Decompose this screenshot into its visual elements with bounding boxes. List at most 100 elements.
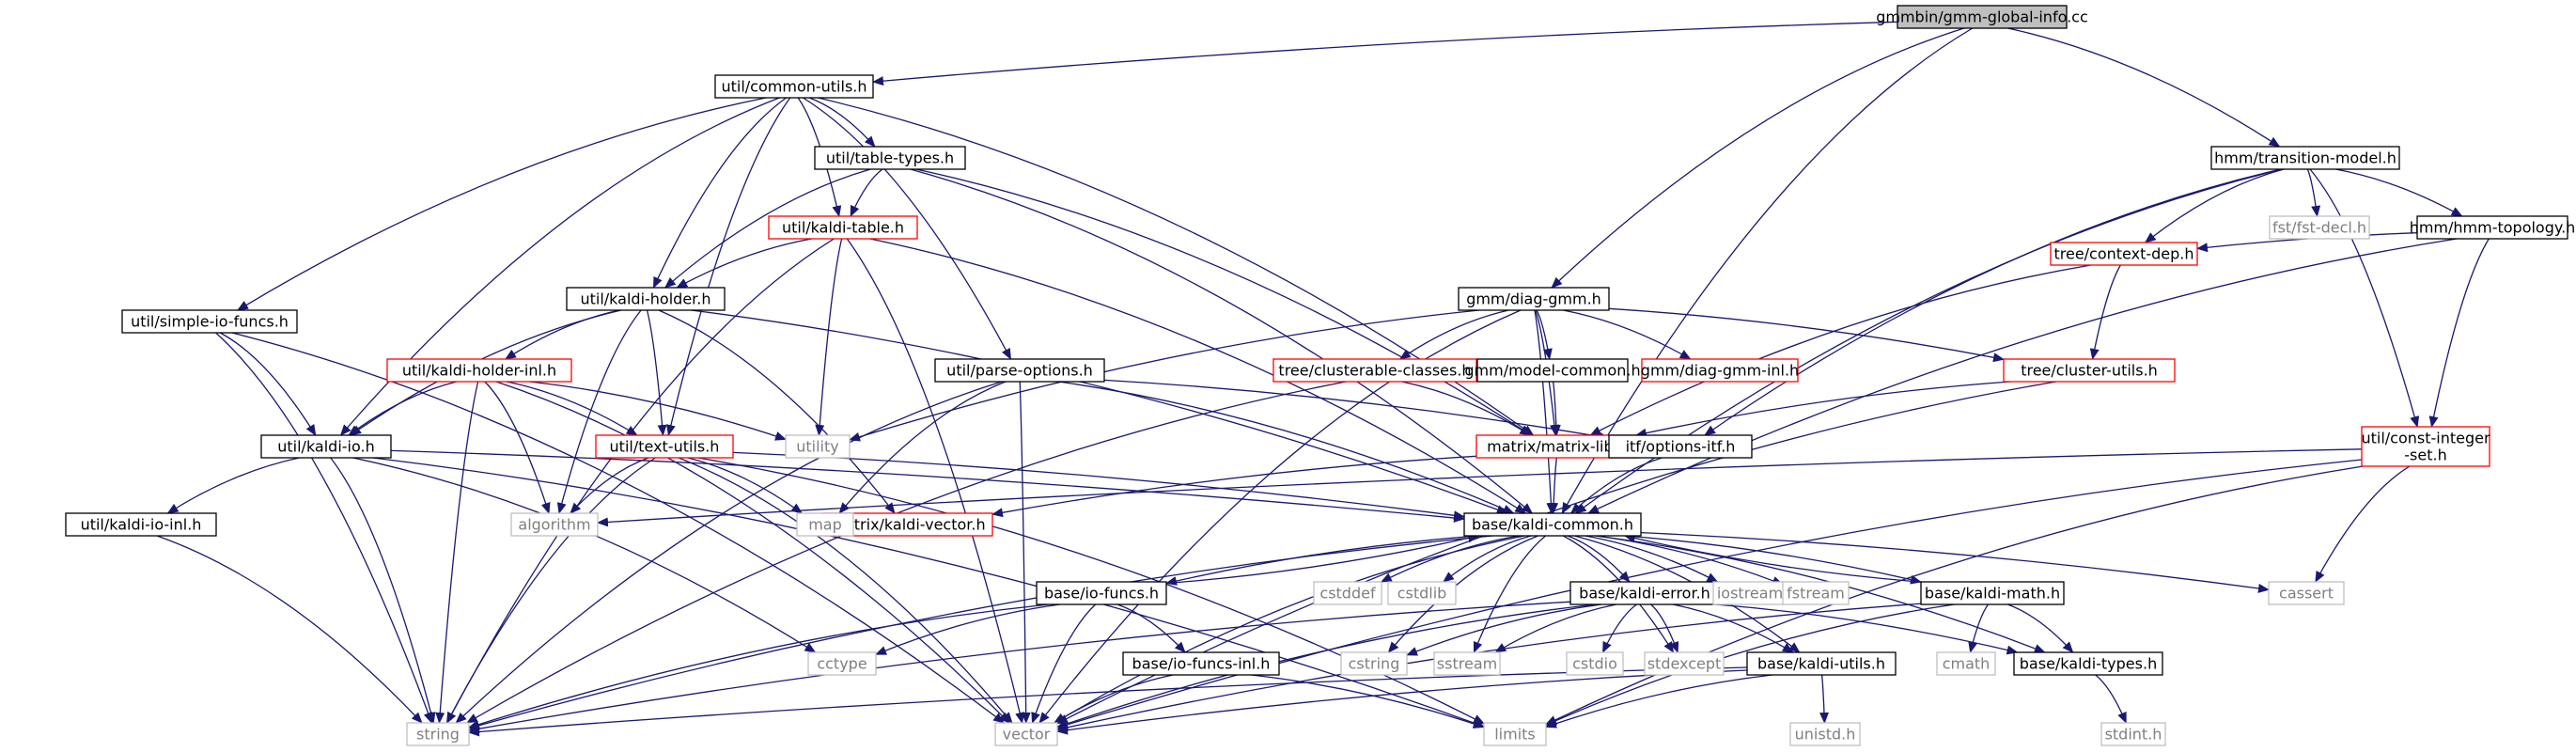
node-box — [121, 309, 298, 334]
edge-n4-n18 — [658, 309, 896, 514]
node-n45[interactable]: string — [406, 722, 470, 746]
node-n21[interactable]: fst/fst-decl.h — [2269, 215, 2370, 240]
edge-n6-n8 — [348, 381, 458, 436]
edge-n4-n6 — [505, 309, 620, 360]
edge-n7-n46 — [1019, 381, 1031, 724]
node-n46[interactable]: vector — [994, 722, 1058, 746]
node-n37[interactable]: base/io-funcs-inl.h — [1122, 651, 1280, 676]
node-n49[interactable]: stdint.h — [2100, 722, 2166, 746]
node-n2[interactable]: util/table-types.h — [814, 146, 966, 170]
node-label: cmath — [1943, 655, 1991, 673]
node-label: sstream — [1437, 655, 1497, 673]
edge-n9-n46 — [678, 457, 1013, 724]
node-n30[interactable]: cstdlib — [1387, 581, 1457, 605]
node-label: base/kaldi-math.h — [1925, 585, 2060, 603]
node-n47[interactable]: limits — [1483, 722, 1547, 746]
node-n32[interactable]: iostream — [1712, 581, 1788, 605]
node-box — [1458, 287, 1610, 311]
edge-n1-n4 — [652, 97, 787, 289]
node-n14[interactable]: gmm/diag-gmm-inl.h — [1641, 358, 1799, 383]
node-label: string — [416, 726, 460, 744]
node-n28[interactable]: base/io-funcs.h — [1036, 581, 1167, 605]
node-n6[interactable]: util/kaldi-holder-inl.h — [386, 358, 572, 383]
node-n33[interactable]: fstream — [1782, 581, 1850, 605]
node-n8[interactable]: util/kaldi-io.h — [260, 434, 392, 459]
node-label: fstream — [1787, 585, 1845, 603]
node-n29[interactable]: cstddef — [1313, 581, 1382, 605]
node-n27[interactable]: map — [796, 512, 854, 537]
node-n43[interactable]: cmath — [1936, 651, 1996, 676]
node-n13[interactable]: gmm/model-common.h — [1464, 358, 1641, 383]
node-box — [1897, 5, 2068, 29]
edge-n19-n35 — [1640, 531, 2270, 593]
node-n26[interactable]: algorithm — [510, 512, 599, 537]
node-n35[interactable]: cassert — [2268, 581, 2345, 605]
node-box — [814, 146, 966, 170]
node-n5[interactable]: util/simple-io-funcs.h — [121, 309, 298, 334]
node-label: cstdlib — [1397, 585, 1447, 603]
node-n36[interactable]: cctype — [807, 651, 877, 676]
node-n3[interactable]: util/kaldi-table.h — [768, 215, 918, 240]
edge-n42-n48 — [1819, 674, 1829, 724]
edge-n20-n24 — [2309, 168, 2420, 428]
node-n11[interactable]: gmm/diag-gmm.h — [1458, 287, 1610, 311]
edge-n15-n16 — [1634, 381, 2011, 438]
edge-n28-n19 — [1165, 533, 1480, 585]
node-label: util/kaldi-io.h — [277, 438, 374, 456]
edge-n1-n8 — [339, 97, 780, 436]
edge-n19-n28 — [1165, 535, 1479, 586]
node-n15[interactable]: tree/cluster-utils.h — [2003, 358, 2176, 383]
node-n42[interactable]: base/kaldi-utils.h — [1746, 651, 1897, 676]
edge-n1-n2 — [808, 97, 876, 148]
edge-n0-n11 — [1551, 27, 1965, 289]
node-n1[interactable]: util/common-utils.h — [714, 74, 874, 99]
node-n7[interactable]: util/parse-options.h — [934, 358, 1105, 383]
node-n41[interactable]: stdexcept — [1644, 651, 1725, 676]
edge-n42-n45 — [468, 666, 1748, 737]
edge-n2-n3 — [850, 168, 883, 217]
node-box — [1387, 581, 1457, 605]
node-n23[interactable]: tree/context-dep.h — [2050, 242, 2198, 266]
node-n38[interactable]: cstring — [1340, 651, 1408, 676]
node-n40[interactable]: cstdio — [1566, 651, 1624, 676]
node-label: matrix/matrix-lib.h — [1487, 438, 1628, 456]
node-box — [1036, 581, 1167, 605]
edge-n5-n45 — [215, 332, 433, 724]
node-n22[interactable]: hmm/hmm-topology.h — [2410, 215, 2576, 240]
node-box — [1272, 358, 1477, 383]
node-n0[interactable]: gmmbin/gmm-global-info.cc — [1876, 5, 2088, 29]
node-label: util/kaldi-table.h — [782, 219, 904, 237]
node-box — [768, 215, 918, 240]
node-box — [2361, 426, 2490, 467]
node-n20[interactable]: hmm/transition-model.h — [2210, 146, 2400, 170]
edge-n4-n19 — [691, 309, 1508, 514]
edge-n28-n37 — [1116, 603, 1186, 653]
edge-n19-n32 — [1585, 535, 1719, 583]
node-n31[interactable]: base/kaldi-error.h — [1569, 581, 1720, 605]
edge-n31-n42 — [1672, 603, 1794, 653]
node-n12[interactable]: tree/clusterable-classes.h — [1272, 358, 1477, 383]
node-n44[interactable]: base/kaldi-types.h — [2013, 651, 2163, 676]
node-box — [2013, 651, 2163, 676]
node-n10[interactable]: util/kaldi-io-inl.h — [65, 512, 217, 537]
node-n4[interactable]: util/kaldi-holder.h — [566, 287, 726, 311]
node-n24[interactable]: util/const-integer-set.h — [2361, 426, 2490, 467]
edge-n37-n46 — [1053, 674, 1174, 724]
node-n48[interactable]: unistd.h — [1789, 722, 1861, 746]
edge-n9-n45 — [445, 457, 656, 724]
node-n19[interactable]: base/kaldi-common.h — [1463, 512, 1642, 537]
node-box — [1789, 722, 1861, 746]
edge-n8-n36 — [352, 457, 817, 653]
nodes-layer: gmmbin/gmm-global-info.cc util/common-uti… — [65, 5, 2576, 746]
node-n34[interactable]: base/kaldi-math.h — [1920, 581, 2065, 605]
node-label: util/kaldi-holder-inl.h — [402, 362, 556, 380]
node-n39[interactable]: sstream — [1433, 651, 1501, 676]
node-label: base/kaldi-error.h — [1579, 585, 1710, 603]
node-label: stdexcept — [1647, 655, 1722, 673]
edge-n2-n19 — [910, 168, 1534, 514]
edge-n31-n41 — [1650, 603, 1679, 653]
edge-n8-n45 — [330, 457, 436, 724]
node-n9[interactable]: util/text-utils.h — [595, 434, 734, 459]
node-n17[interactable]: itf/options-itf.h — [1608, 434, 1753, 459]
node-n25[interactable]: utility — [785, 434, 851, 459]
